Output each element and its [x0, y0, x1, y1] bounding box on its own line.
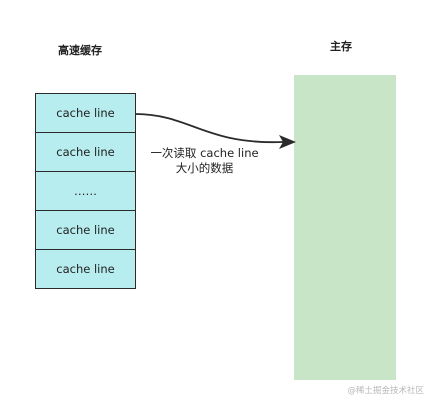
arrow-label: 一次读取 cache line 大小的数据	[142, 146, 267, 176]
arrow-label-line1: 一次读取 cache line	[150, 146, 259, 160]
cache-ellipsis-row: ……	[36, 171, 135, 210]
watermark: @稀土掘金技术社区	[347, 386, 424, 396]
cache-title: 高速缓存	[58, 44, 102, 57]
cache-stack: cache line cache line …… cache line cach…	[35, 93, 136, 289]
cache-line-row: cache line	[36, 132, 135, 171]
cache-line-row: cache line	[56, 106, 115, 120]
main-memory-block	[294, 75, 396, 380]
cache-line-row: cache line	[36, 210, 135, 249]
cache-line-row: cache line	[36, 249, 135, 288]
main-memory-title: 主存	[330, 40, 352, 53]
read-arrow-curve	[134, 113, 284, 144]
arrow-head-icon	[279, 135, 296, 149]
arrow-label-line2: 大小的数据	[175, 161, 234, 175]
